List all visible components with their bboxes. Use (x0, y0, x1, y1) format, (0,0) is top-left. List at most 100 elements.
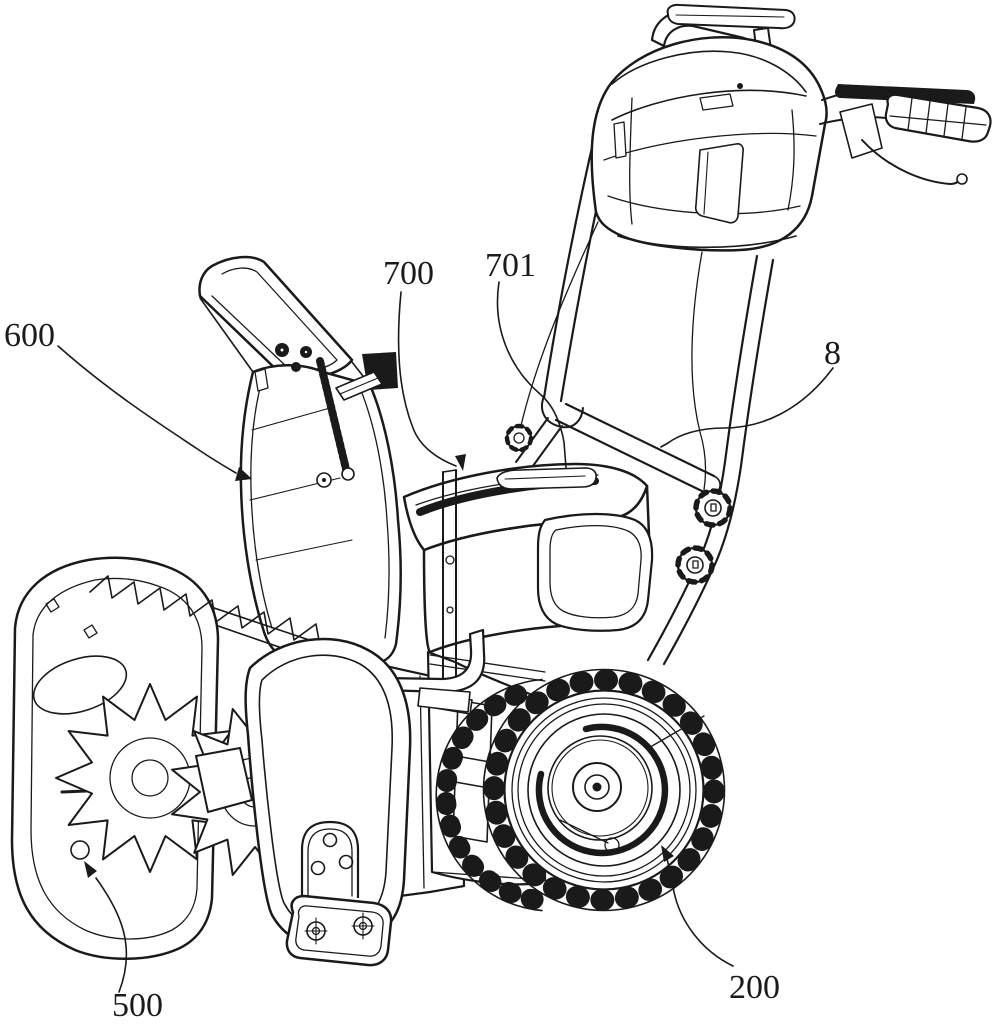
auger-housing (10, 556, 412, 967)
skid-bolt-1-cross (304, 917, 328, 945)
tread-far-edge (435, 678, 543, 912)
side-cover-inner (549, 524, 642, 619)
rim-ring-3 (527, 713, 681, 867)
bail-lever-end (956, 173, 968, 185)
collar-foot (417, 687, 471, 713)
arch-bolt-1 (322, 832, 338, 848)
left-panel-diamond-2 (83, 624, 98, 639)
arrowhead-600 (235, 467, 252, 481)
deflector-bolt-2-pin (303, 349, 309, 355)
auger-disc-left (55, 683, 245, 873)
console-slot (694, 143, 744, 224)
left-panel-cutout (32, 655, 128, 715)
leader-700 (397, 291, 457, 467)
label-600: 600 (4, 317, 55, 354)
spring-end-cap (341, 467, 355, 481)
grip-hatch-3 (943, 103, 949, 137)
deflector-bolt-1-pin (279, 347, 285, 353)
handle-frame (504, 128, 775, 666)
panel-arch-bracket (300, 820, 360, 900)
tread-far-side (436, 680, 544, 910)
clamp-knob-small-center (513, 432, 525, 444)
wheel-dish (547, 735, 653, 841)
label-200: 200 (729, 969, 780, 1006)
console-cheek-left (629, 97, 633, 225)
callouts: 600 700 701 8 500 200 (4, 247, 841, 1024)
console-slot-line (703, 151, 709, 215)
rim-dark-arc (535, 723, 669, 857)
chute-deflector (198, 255, 354, 380)
console-bottom-lip (617, 235, 797, 249)
housing-side-cover (536, 512, 654, 632)
clamp-knob-upper-slot (710, 503, 717, 512)
leader-8 (660, 367, 834, 448)
leader-701 (496, 281, 567, 469)
rim-ring-1 (511, 697, 697, 883)
clamp-knob-lower-center (686, 556, 704, 574)
mount-bracket-top (442, 469, 457, 473)
arrowhead-200 (661, 845, 674, 862)
skid-inner-line (295, 905, 384, 957)
grip-hatch-2 (925, 100, 931, 134)
console-button (699, 93, 734, 111)
wheel (435, 668, 726, 912)
left-panel-inner (30, 577, 203, 940)
lid-handle-recess (496, 467, 597, 490)
grip-hatch-1 (907, 97, 913, 131)
deflector-bolt-3 (291, 362, 301, 372)
valve-hole (604, 837, 620, 853)
clamp-knob-lower-slot (692, 560, 699, 569)
leader-600 (57, 345, 237, 474)
label-701: 701 (485, 247, 536, 284)
arrowhead-500 (84, 861, 97, 878)
handlebar-grip (884, 93, 992, 143)
wheel-dish-inner (551, 739, 649, 837)
arch-bolt-2 (310, 860, 326, 876)
frame-right-tube (646, 254, 759, 662)
clamp-knob-lower-scallop (675, 545, 715, 585)
panel-arch-inner (307, 828, 353, 899)
bracket-bolt-2 (446, 606, 454, 614)
skid-bolt-2-cross (351, 912, 375, 940)
arch-bolt-3 (338, 854, 354, 870)
left-panel-diamond-1 (45, 598, 60, 613)
bracket-bolt-1 (445, 555, 455, 565)
spring-lower-bolt-dot (322, 478, 326, 482)
plate-seam-1 (429, 654, 546, 673)
crank-bar-line (675, 14, 785, 18)
frame-left-tube (542, 128, 598, 400)
tread-outer-edge (482, 668, 726, 912)
tread-knobs (483, 669, 725, 911)
plate-seam-2 (429, 663, 546, 682)
console-cheek-right (787, 109, 795, 211)
hub-mid (584, 774, 610, 800)
handlebar-top-bar (835, 84, 976, 104)
spoke-line (651, 715, 705, 747)
skid-plate (285, 894, 393, 967)
auger-serration (89, 575, 321, 647)
deflector-spring-rod (316, 357, 350, 473)
auger-left-hub (131, 759, 169, 797)
frame-right-tube-inner (662, 258, 775, 666)
grip-mid-line (889, 115, 987, 126)
label-8: 8 (824, 335, 841, 372)
console-latch (613, 121, 627, 159)
grip-hatch-4 (961, 106, 967, 140)
chute-crease-3 (255, 539, 353, 561)
chute-latch-slot (254, 368, 269, 392)
hub-center (592, 782, 602, 792)
label-500: 500 (112, 987, 163, 1024)
chute-column (239, 364, 403, 666)
skirt-line-2 (419, 675, 425, 889)
console-inner-top (611, 50, 807, 93)
left-panel-hole (70, 840, 90, 860)
leader-500 (95, 877, 128, 993)
frame-left-lower-inner (529, 425, 563, 471)
clamp-knob-upper-center (704, 499, 722, 517)
clamp-knob-small-scallop (504, 423, 534, 453)
frame-cross-tube-lower (554, 418, 710, 496)
console-assembly (590, 3, 992, 252)
frame-cross-tube (564, 402, 716, 478)
